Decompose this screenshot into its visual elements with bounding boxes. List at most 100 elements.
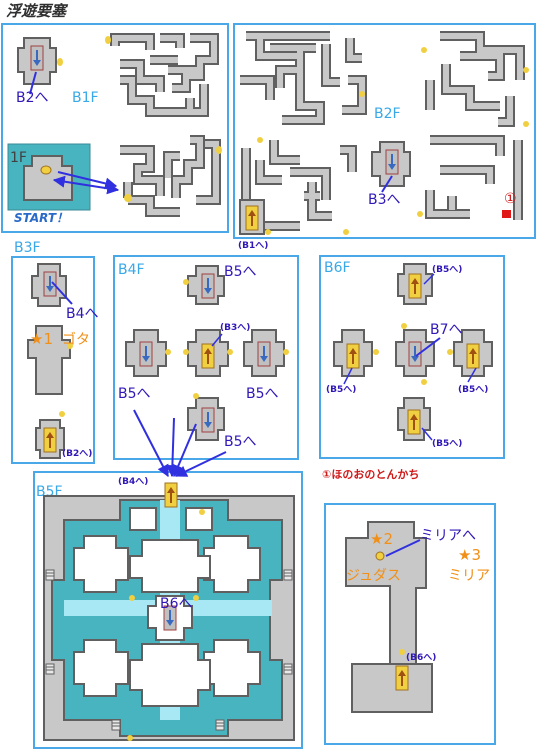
b4-b5-arrow	[166, 417, 179, 478]
b5f-map: B5F (B4へ) B6へ	[36, 477, 295, 741]
panel-b3f	[11, 256, 95, 464]
b7f-door	[399, 649, 405, 655]
floor-label-b2f: B2F	[374, 106, 401, 122]
b5f-rooms	[73, 507, 261, 707]
b2f-map: ① B2F B3へ (B1へ)	[238, 31, 529, 251]
b1f-maze-top-fill	[112, 35, 217, 115]
b4f-door	[183, 279, 189, 285]
b7f-to-miria-pointer	[385, 539, 421, 557]
b2f-door	[265, 229, 271, 235]
b5f-door	[193, 595, 199, 601]
b1f-to-b2-pointer	[29, 71, 37, 95]
b5f-door	[129, 595, 135, 601]
label-b6-to-b5-left: (B5へ)	[326, 385, 356, 395]
b3f-corridor	[27, 325, 71, 395]
b5f-door	[127, 735, 133, 741]
label-b6-to-b5-bottom: (B5へ)	[432, 439, 462, 449]
b6f-door	[373, 349, 379, 355]
b4f-door	[165, 349, 171, 355]
b2f-door	[343, 229, 349, 235]
label-b4-to-b5-left: B5へ	[118, 386, 151, 402]
b6f-door	[447, 349, 453, 355]
b3f-door	[67, 343, 73, 349]
label-b6-to-b5-top: (B5へ)	[432, 265, 462, 275]
b2f-door	[417, 211, 423, 217]
b6f-door	[421, 379, 427, 385]
panel-b4f	[113, 255, 299, 460]
b2f-door	[523, 67, 529, 73]
start-label: START！	[14, 211, 68, 225]
b6f-bottom-pointer	[421, 427, 433, 441]
floor-label-b3f: B3F	[14, 240, 41, 256]
b1f-maze-bottom-fill	[120, 137, 219, 215]
label-b3-to-b4: B4へ	[66, 306, 99, 322]
b5f-room	[129, 539, 211, 593]
b1f-door	[124, 194, 132, 202]
b2f-door	[257, 137, 263, 143]
panel-b7f	[324, 503, 496, 745]
b2f-door	[523, 121, 529, 127]
label-b4-to-b5-bottom: B5へ	[224, 434, 257, 450]
panel-b2f	[233, 23, 536, 239]
treasure-chest-1	[502, 210, 511, 218]
b1f-map: B2へ B1F 1F START！	[7, 33, 222, 225]
judas-marker	[375, 551, 385, 561]
label-b6-to-b5-right: (B5へ)	[458, 385, 488, 395]
treasure-legend: ①ほのおのとんかち	[322, 468, 419, 481]
b7f-map: ミリアへ ★2 ジュダス ★3 ミリア (B6へ)	[345, 521, 490, 713]
b4f-b3-pointer	[211, 333, 223, 347]
label-b5-from-b4: (B4へ)	[118, 477, 148, 487]
b5f-room	[129, 507, 157, 531]
b5f-room	[73, 639, 129, 697]
b4-b5-arrow	[133, 409, 169, 478]
b1f-door	[57, 58, 63, 66]
b4f-door	[227, 349, 233, 355]
label-b4-to-b5-mid: B5へ	[246, 386, 279, 402]
f1-connect-arrow	[57, 171, 118, 190]
floor-label-1f: 1F	[10, 150, 27, 166]
star-2-name: ジュダス	[346, 568, 401, 584]
map-title: 浮遊要塞	[6, 2, 69, 20]
b6f-left-pointer	[343, 367, 353, 385]
b2f-door	[421, 47, 427, 53]
b5f-room	[185, 507, 213, 531]
b5f-room	[203, 535, 261, 593]
b5f-room	[203, 639, 261, 697]
label-b4-to-b5-top: B5へ	[224, 264, 257, 280]
b3f-to-b4-pointer	[51, 281, 73, 305]
b6f-top-pointer	[423, 273, 435, 285]
b5f-room	[129, 643, 211, 707]
b7f-lower-corridor	[351, 663, 433, 713]
label-b7-from-b6: (B6へ)	[406, 653, 436, 663]
label-b4-from-b3: (B3へ)	[220, 323, 250, 333]
b4f-door	[283, 349, 289, 355]
b4f-door	[183, 349, 189, 355]
panel-b6f	[319, 255, 505, 459]
b1f-door	[105, 36, 111, 44]
b2f-to-b3-pointer	[381, 175, 393, 193]
b2f-door	[359, 91, 365, 97]
b3f-door	[59, 411, 65, 417]
star-1-name: ゴタ	[62, 331, 90, 348]
b6f-to-b7-pointer	[415, 337, 441, 357]
panel-b1f	[1, 23, 229, 233]
b1f-door	[216, 146, 222, 154]
b6f-map: B6F (B5へ) B7へ (B5へ) (B5へ) (B5へ)	[324, 260, 493, 449]
label-b2-to-b3: B3へ	[368, 192, 401, 208]
b6f-door	[401, 323, 407, 329]
floor-label-b1f: B1F	[72, 90, 99, 106]
label-b2-from-b1: (B1へ)	[238, 241, 268, 251]
label-b5-to-b6: B6へ	[160, 596, 193, 612]
star-3-name: ミリア	[448, 568, 490, 584]
treasure-marker: ①	[504, 191, 517, 207]
label-b3-from-b2: (B2へ)	[62, 449, 92, 459]
label-b1-to-b2: B2へ	[16, 90, 49, 106]
star-2-number: ★2	[370, 530, 393, 548]
star-3-number: ★3	[458, 546, 481, 564]
label-b7-to-miria: ミリアへ	[420, 528, 476, 544]
panel-borders	[1, 23, 536, 749]
floor-label-b6f: B6F	[324, 260, 351, 276]
f1-start-point	[40, 165, 52, 175]
b5f-door	[199, 509, 205, 515]
